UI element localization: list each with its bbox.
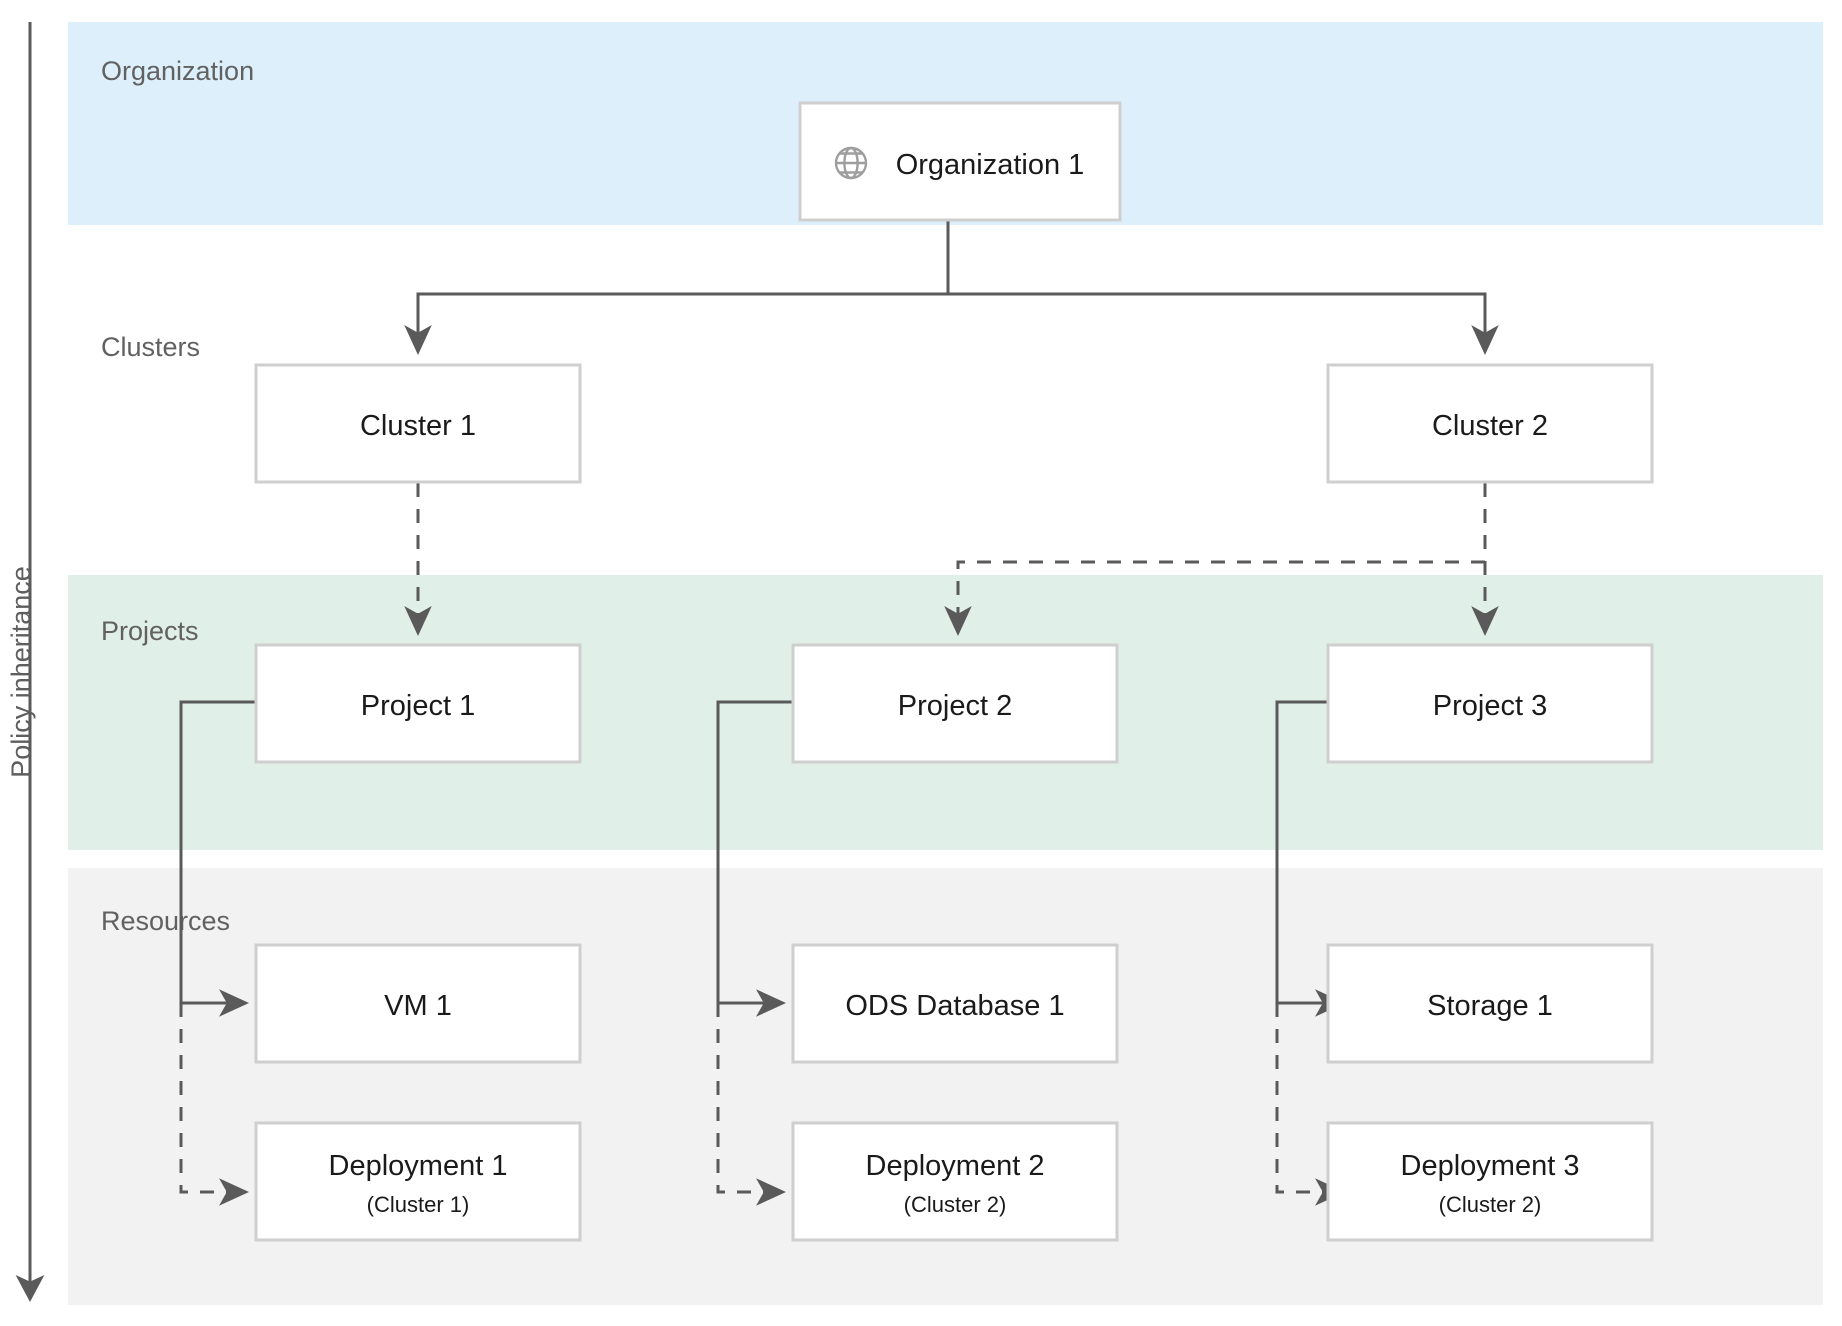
- node-deployment-3-box[interactable]: [1326, 1121, 1654, 1242]
- edge-project3-to-deploy3: [1275, 1003, 1345, 1206]
- node-project-2[interactable]: Project 2: [791, 643, 1119, 764]
- node-cluster-2-label: Cluster 2: [1432, 410, 1548, 442]
- node-cluster-1-box[interactable]: [254, 363, 582, 484]
- node-project-2-box[interactable]: [791, 643, 1119, 764]
- node-deployment-3[interactable]: Deployment 3 (Cluster 2): [1326, 1121, 1654, 1242]
- edge-project2-to-resources: [716, 700, 793, 1206]
- node-cluster-2-box[interactable]: [1326, 363, 1654, 484]
- node-deployment-2-box[interactable]: [791, 1121, 1119, 1242]
- node-deployment-1-box[interactable]: [254, 1121, 582, 1242]
- edge-project2-to-deploy2: [716, 1003, 786, 1206]
- node-project-1-label: Project 1: [361, 690, 475, 722]
- band-label-clusters: Clusters: [101, 332, 200, 362]
- node-cluster-1[interactable]: Cluster 1: [254, 363, 582, 484]
- globe-icon: [834, 146, 868, 180]
- node-deployment-2[interactable]: Deployment 2 (Cluster 2): [791, 1121, 1119, 1242]
- node-storage-1-label: Storage 1: [1427, 990, 1553, 1022]
- band-label-projects: Projects: [101, 616, 199, 646]
- edge-cluster2-to-project2: [944, 560, 1485, 636]
- node-vm-1-box[interactable]: [254, 943, 582, 1064]
- edge-project1-trunk: [179, 700, 256, 1003]
- policy-inheritance-label: Policy inheritance: [6, 566, 36, 778]
- node-organization-1[interactable]: Organization 1: [798, 101, 1122, 222]
- node-deployment-1-sublabel: (Cluster 1): [367, 1192, 470, 1217]
- node-deployment-1[interactable]: Deployment 1 (Cluster 1): [254, 1121, 582, 1242]
- node-organization-1-box[interactable]: [798, 101, 1122, 222]
- node-vm-1-label: VM 1: [384, 990, 452, 1022]
- node-project-3-box[interactable]: [1326, 643, 1654, 764]
- node-storage-1-box[interactable]: [1326, 943, 1654, 1064]
- band-label-resources: Resources: [101, 906, 230, 936]
- node-vm-1[interactable]: VM 1: [254, 943, 582, 1064]
- node-project-3[interactable]: Project 3: [1326, 643, 1654, 764]
- node-ods-database-1-box[interactable]: [791, 943, 1119, 1064]
- node-organization-1-label: Organization 1: [896, 149, 1085, 181]
- node-deployment-3-label: Deployment 3: [1401, 1150, 1580, 1182]
- edge-project3-trunk: [1275, 700, 1328, 1003]
- edge-project1-to-deploy1: [179, 1003, 249, 1206]
- edge-org-to-clusters: [404, 220, 1499, 355]
- node-ods-database-1[interactable]: ODS Database 1: [791, 943, 1119, 1064]
- edge-project2-trunk: [716, 700, 793, 1003]
- band-label-organization: Organization: [101, 56, 254, 86]
- edge-project1-to-resources: [179, 700, 256, 1206]
- node-cluster-1-label: Cluster 1: [360, 410, 476, 442]
- edge-org-to-cluster2: [948, 292, 1499, 355]
- node-project-2-label: Project 2: [898, 690, 1012, 722]
- node-ods-database-1-label: ODS Database 1: [845, 990, 1064, 1022]
- node-deployment-1-label: Deployment 1: [329, 1150, 508, 1182]
- node-project-1-box[interactable]: [254, 643, 582, 764]
- node-cluster-2[interactable]: Cluster 2: [1326, 363, 1654, 484]
- node-deployment-2-sublabel: (Cluster 2): [904, 1192, 1007, 1217]
- policy-inheritance-axis: Policy inheritance: [6, 22, 45, 1302]
- node-storage-1[interactable]: Storage 1: [1326, 943, 1654, 1064]
- edge-clusters-to-projects: [404, 483, 1499, 636]
- node-project-1[interactable]: Project 1: [254, 643, 582, 764]
- edge-org-to-cluster1: [404, 292, 948, 355]
- node-deployment-3-sublabel: (Cluster 2): [1439, 1192, 1542, 1217]
- node-deployment-2-label: Deployment 2: [866, 1150, 1045, 1182]
- node-project-3-label: Project 3: [1433, 690, 1547, 722]
